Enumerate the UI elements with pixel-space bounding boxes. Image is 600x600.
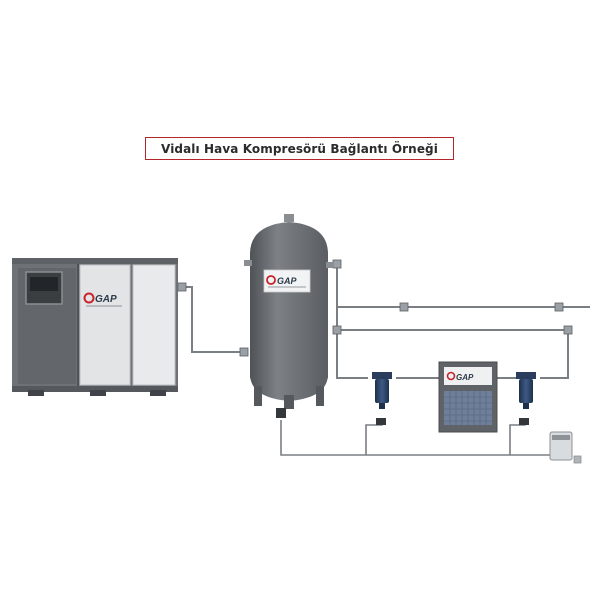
valve-icon xyxy=(554,302,564,312)
piping xyxy=(178,264,590,456)
drain-valve-icon xyxy=(376,418,386,425)
drain-line-main xyxy=(280,420,552,456)
compressor-foot xyxy=(28,390,44,396)
valve-icon xyxy=(177,282,187,292)
compressor-foot xyxy=(90,390,106,396)
air-receiver-tank: GAP xyxy=(244,214,334,418)
pre-filter xyxy=(372,372,392,425)
compressor-logo: GAP xyxy=(83,292,122,307)
compressor-door-right xyxy=(132,264,176,386)
diagram-title: Vidalı Hava Kompresörü Bağlantı Örneği xyxy=(161,141,438,156)
screw-compressor: GAP xyxy=(12,258,178,396)
valve-icon xyxy=(563,325,573,335)
diagram-title-box: Vidalı Hava Kompresörü Bağlantı Örneği xyxy=(145,137,454,160)
dryer-logo-text: GAP xyxy=(456,373,474,382)
valve-icon xyxy=(332,259,342,269)
pipe-tank-outlet xyxy=(327,264,368,379)
drain-line-postfilter xyxy=(509,420,526,455)
post-filter xyxy=(516,372,536,425)
drain-valve-icon xyxy=(519,418,529,425)
dryer-logo-plate xyxy=(444,367,492,385)
valve-icon xyxy=(239,347,249,357)
valve-icon xyxy=(332,325,342,335)
oil-water-separator xyxy=(549,431,582,464)
filter-icon xyxy=(375,379,389,403)
pipe-bypass-line xyxy=(337,329,569,379)
tank-logo-plate: GAP xyxy=(263,269,311,293)
tank-drain-valve-icon xyxy=(276,408,286,418)
compressor-door-left xyxy=(79,264,131,386)
refrigerated-dryer: GAP xyxy=(438,361,498,433)
valve-icon xyxy=(399,302,409,312)
pipe-compressor-to-tank xyxy=(178,286,246,353)
compressor-foot xyxy=(150,390,166,396)
filter-icon xyxy=(519,379,533,403)
drain-line-prefilter xyxy=(365,420,383,455)
tank-logo-text: GAP xyxy=(277,276,298,286)
compressor-logo-text: GAP xyxy=(95,294,117,305)
